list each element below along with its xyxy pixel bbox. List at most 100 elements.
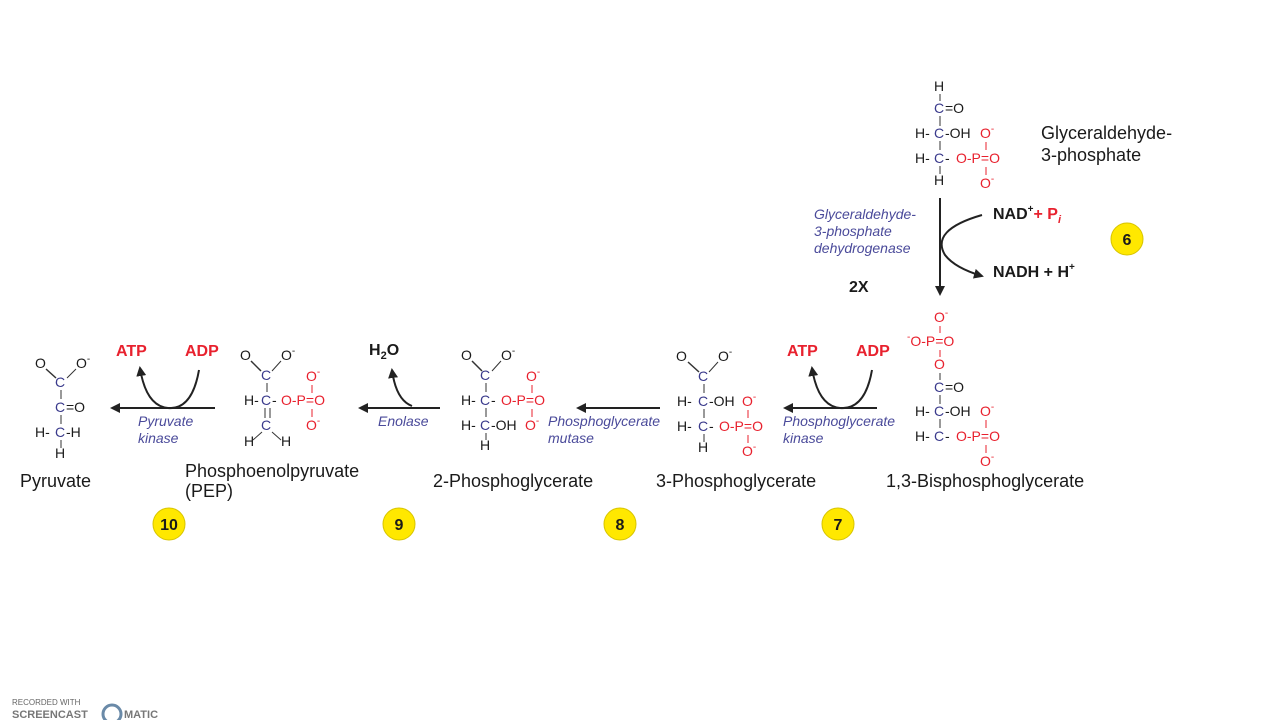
svg-text:O-: O- — [742, 392, 756, 409]
svg-text:O-P=O: O-P=O — [719, 418, 763, 434]
step10-atp: ATP — [116, 343, 147, 360]
svg-text:-O-P=O: -O-P=O — [907, 332, 954, 349]
svg-text:-OH: -OH — [945, 403, 971, 419]
svg-text:O-: O- — [980, 402, 994, 419]
svg-text:9: 9 — [395, 517, 404, 534]
pep-label: Phosphoenolpyruvate — [185, 461, 359, 481]
svg-text:-: - — [945, 150, 950, 166]
step9-enzyme: Enolase — [378, 413, 429, 429]
svg-text:C: C — [698, 368, 708, 384]
svg-text:H-: H- — [915, 403, 930, 419]
pg2-structure: O O- C O- H-C- O-P=O H-C-OH O- H — [461, 346, 545, 453]
svg-text:H-: H- — [915, 428, 930, 444]
svg-text:C: C — [55, 399, 65, 415]
svg-text:-OH: -OH — [491, 417, 517, 433]
step7-badge: 7 — [821, 507, 855, 541]
times-two-label: 2X — [849, 279, 869, 296]
step10-badge: 10 — [152, 507, 186, 541]
nad-label: NAD++ Pi — [993, 204, 1062, 226]
svg-text:C: C — [261, 417, 271, 433]
svg-text:C: C — [698, 393, 708, 409]
svg-text:10: 10 — [160, 517, 178, 534]
pyruvate-structure: O O- C C=O H-C-H H — [35, 354, 90, 461]
svg-text:O-: O- — [742, 442, 756, 459]
step7-enzyme-l1: Phosphoglycerate — [783, 413, 895, 429]
svg-text:H: H — [55, 445, 65, 461]
svg-text:H: H — [934, 78, 944, 94]
svg-text:O-: O- — [525, 416, 539, 433]
svg-text:-: - — [709, 418, 714, 434]
svg-text:C: C — [261, 367, 271, 383]
step6-cofactor-arrow — [940, 214, 984, 279]
step6-enzyme-l1: Glyceraldehyde- — [814, 206, 916, 222]
svg-text:MATIC: MATIC — [124, 709, 158, 720]
pg3-structure: O O- C H-C-OH O- H-C- O-P=O H O- — [676, 347, 763, 459]
svg-text:7: 7 — [834, 517, 843, 534]
svg-text:RECORDED WITH: RECORDED WITH — [12, 698, 81, 707]
svg-text:-OH: -OH — [945, 125, 971, 141]
pep-structure: O O- C O- H-C- O-P=O C O- H H — [240, 346, 325, 449]
step7-adp: ADP — [856, 343, 890, 360]
svg-text:6: 6 — [1123, 232, 1132, 249]
svg-text:O-: O- — [934, 308, 948, 325]
step8-enzyme-l2: mutase — [548, 430, 594, 446]
svg-text:O-: O- — [76, 354, 90, 371]
step9-water-arrow — [388, 368, 413, 407]
svg-text:O: O — [934, 356, 945, 372]
bpg-label: 1,3-Bisphosphoglycerate — [886, 471, 1084, 491]
svg-text:O-: O- — [718, 347, 732, 364]
svg-text:O-: O- — [980, 124, 994, 141]
svg-text:H: H — [934, 172, 944, 188]
svg-text:O-: O- — [501, 346, 515, 363]
svg-text:O-P=O: O-P=O — [956, 428, 1000, 444]
step9-badge: 9 — [382, 507, 416, 541]
svg-text:O: O — [461, 347, 472, 363]
svg-text:-: - — [272, 392, 277, 408]
svg-text:C: C — [480, 392, 490, 408]
step7-atp: ATP — [787, 343, 818, 360]
pg2-label: 2-Phosphoglycerate — [433, 471, 593, 491]
svg-text:O-: O- — [281, 346, 295, 363]
svg-text:C: C — [480, 367, 490, 383]
svg-text:H-: H- — [461, 392, 476, 408]
svg-text:=O: =O — [945, 379, 964, 395]
step8-badge: 8 — [603, 507, 637, 541]
step6-enzyme-l2: 3-phosphate — [814, 223, 892, 239]
svg-text:O: O — [676, 348, 687, 364]
svg-text:O-: O- — [980, 174, 994, 191]
g3p-label: Glyceraldehyde- — [1041, 123, 1172, 143]
svg-text:C: C — [934, 100, 944, 116]
svg-text:H-: H- — [677, 393, 692, 409]
svg-text:C: C — [934, 428, 944, 444]
pg3-label: 3-Phosphoglycerate — [656, 471, 816, 491]
step10-cofactor-arrow — [136, 366, 200, 410]
step8-enzyme-l1: Phosphoglycerate — [548, 413, 660, 429]
nadh-label: NADH + H+ — [993, 262, 1075, 281]
pyruvate-label: Pyruvate — [20, 471, 91, 491]
svg-text:-OH: -OH — [709, 393, 735, 409]
svg-text:O-: O- — [306, 367, 320, 384]
svg-text:H-: H- — [677, 418, 692, 434]
svg-text:O-: O- — [306, 416, 320, 433]
svg-text:=O: =O — [66, 399, 85, 415]
svg-text:C: C — [261, 392, 271, 408]
bpg-structure: O- -O-P=O O C=O H-C-OH O- H-C- O-P=O O- — [907, 308, 1000, 469]
svg-text:O-P=O: O-P=O — [956, 150, 1000, 166]
svg-text:H: H — [480, 437, 490, 453]
svg-text:H-: H- — [915, 125, 930, 141]
svg-text:C: C — [934, 125, 944, 141]
svg-text:-: - — [491, 392, 496, 408]
svg-text:-H: -H — [66, 424, 81, 440]
svg-text:H: H — [281, 433, 291, 449]
svg-text:C: C — [55, 424, 65, 440]
svg-text:O-: O- — [980, 452, 994, 469]
g3p-label-line2: 3-phosphate — [1041, 145, 1141, 165]
svg-text:-: - — [945, 428, 950, 444]
step6-badge: 6 — [1110, 222, 1144, 256]
step7-cofactor-arrow — [808, 366, 873, 410]
step10-enzyme-l1: Pyruvate — [138, 413, 193, 429]
svg-text:SCREENCAST: SCREENCAST — [12, 709, 88, 720]
step10-adp: ADP — [185, 343, 219, 360]
svg-text:C: C — [698, 418, 708, 434]
